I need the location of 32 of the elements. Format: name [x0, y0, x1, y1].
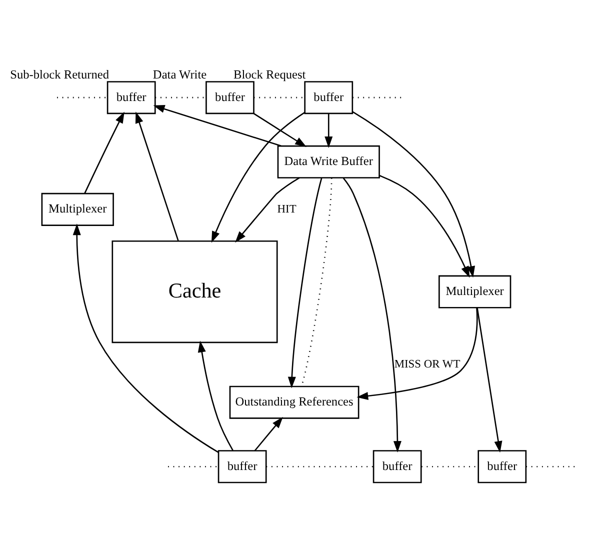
node-label: Block Request [233, 67, 306, 82]
node-box: Data Write Buffer [277, 145, 380, 178]
arrow [153, 105, 282, 147]
node-box: buffer [372, 450, 422, 484]
arrow [324, 114, 333, 148]
node-box: buffer [206, 81, 254, 114]
arrow [72, 224, 219, 453]
node-label: Data Write [152, 67, 207, 82]
arrow [211, 112, 306, 243]
arrow [253, 112, 307, 147]
arrow [135, 112, 179, 242]
node-box: Multiplexer [438, 275, 512, 308]
node-box: buffer [106, 81, 156, 114]
arrow [342, 178, 402, 453]
node-box: Outstanding References [229, 386, 360, 419]
edge-label: MISS OR WT [394, 358, 460, 370]
arrow [356, 308, 478, 400]
edge-label: HIT [277, 203, 296, 216]
node-box: Cache [112, 240, 278, 344]
arrow [352, 111, 476, 278]
node-label: Sub-block Returned [10, 67, 110, 82]
arrow [379, 175, 470, 278]
node-box: Multiplexer [41, 192, 114, 226]
arrow [84, 112, 124, 194]
node-box: buffer [478, 450, 527, 484]
arrow [288, 178, 322, 388]
node-box: buffer [218, 450, 267, 484]
arrow [476, 308, 502, 453]
arrow [198, 340, 234, 451]
arrow [235, 177, 300, 243]
arrow [254, 416, 283, 452]
node-box: buffer [304, 81, 354, 114]
